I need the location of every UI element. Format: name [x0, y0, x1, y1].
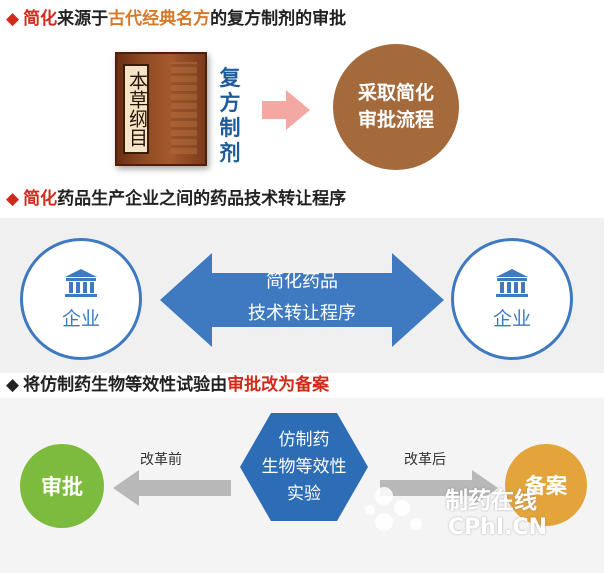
vertical-label-compound: 复方制剂	[217, 66, 243, 166]
diamond-bullet-icon: ◆	[6, 9, 20, 29]
enterprise-circle-right: 企业	[451, 238, 573, 360]
enterprise-circle-left: 企业	[20, 238, 142, 360]
book-image: 本草纲目	[115, 52, 207, 166]
hex-text-line2: 生物等效性	[261, 456, 347, 477]
heading-text: 来源于	[57, 9, 109, 29]
watermark-text-cn: 制药在线	[445, 488, 537, 514]
after-reform-label: 改革后	[404, 452, 446, 468]
filing-circle-text: 备案	[525, 474, 567, 498]
hexagon-shape	[240, 413, 368, 521]
heading-highlight-simplify: 简化	[23, 189, 58, 209]
heading-text: 药品生产企业之间的药品技术转让程序	[57, 189, 347, 209]
diamond-bullet-icon: ◆	[6, 375, 20, 395]
arrow-text-line1: 简化药品	[266, 271, 338, 292]
approval-circle: 审批	[20, 444, 104, 528]
bank-building-icon	[64, 268, 98, 298]
diamond-bullet-icon: ◆	[6, 189, 20, 209]
circle-text-line1: 采取简化	[357, 82, 434, 104]
right-arrow-icon	[262, 90, 310, 130]
book-spine-texture	[171, 62, 197, 154]
enterprise-label-right: 企业	[492, 307, 531, 330]
cphi-logo-icon	[365, 487, 422, 531]
left-gray-arrow-icon	[113, 470, 231, 506]
bank-building-icon	[495, 268, 529, 298]
hex-text-line1: 仿制药	[278, 429, 330, 450]
before-reform-label: 改革前	[140, 452, 182, 468]
section2-heading: ◆简化药品生产企业之间的药品技术转让程序	[6, 188, 346, 210]
double-arrow-shape	[160, 253, 444, 347]
heading-highlight-filing: 审批改为备案	[227, 375, 330, 395]
heading-text: 将仿制药生物等效性试验由	[23, 375, 228, 395]
section1-heading: ◆简化来源于古代经典名方的复方制剂的审批	[6, 8, 346, 30]
right-gray-arrow-icon	[380, 470, 498, 506]
approval-circle-text: 审批	[41, 475, 83, 499]
enterprise-label-left: 企业	[61, 307, 100, 330]
heading-highlight-simplify: 简化	[23, 9, 58, 29]
vertical-label-text: 复方制剂	[219, 66, 241, 165]
book-title: 本草纲目	[123, 64, 149, 154]
simplified-approval-circle: 采取简化 审批流程	[333, 44, 459, 170]
heading-highlight-classic: 古代经典名方	[108, 9, 211, 29]
hex-text-line3: 实验	[287, 483, 321, 504]
watermark-text-en: CPhI.CN	[448, 515, 548, 540]
circle-text-line2: 审批流程	[357, 109, 434, 131]
section3-heading: ◆将仿制药生物等效性试验由审批改为备案	[6, 374, 329, 396]
filing-circle: 备案	[505, 444, 587, 526]
heading-text: 的复方制剂的审批	[210, 9, 347, 29]
hexagon-text: 仿制药 生物等效性 实验	[238, 411, 370, 523]
transfer-arrow-text: 简化药品 技术转让程序	[212, 258, 392, 338]
arrow-text-line2: 技术转让程序	[248, 303, 356, 324]
